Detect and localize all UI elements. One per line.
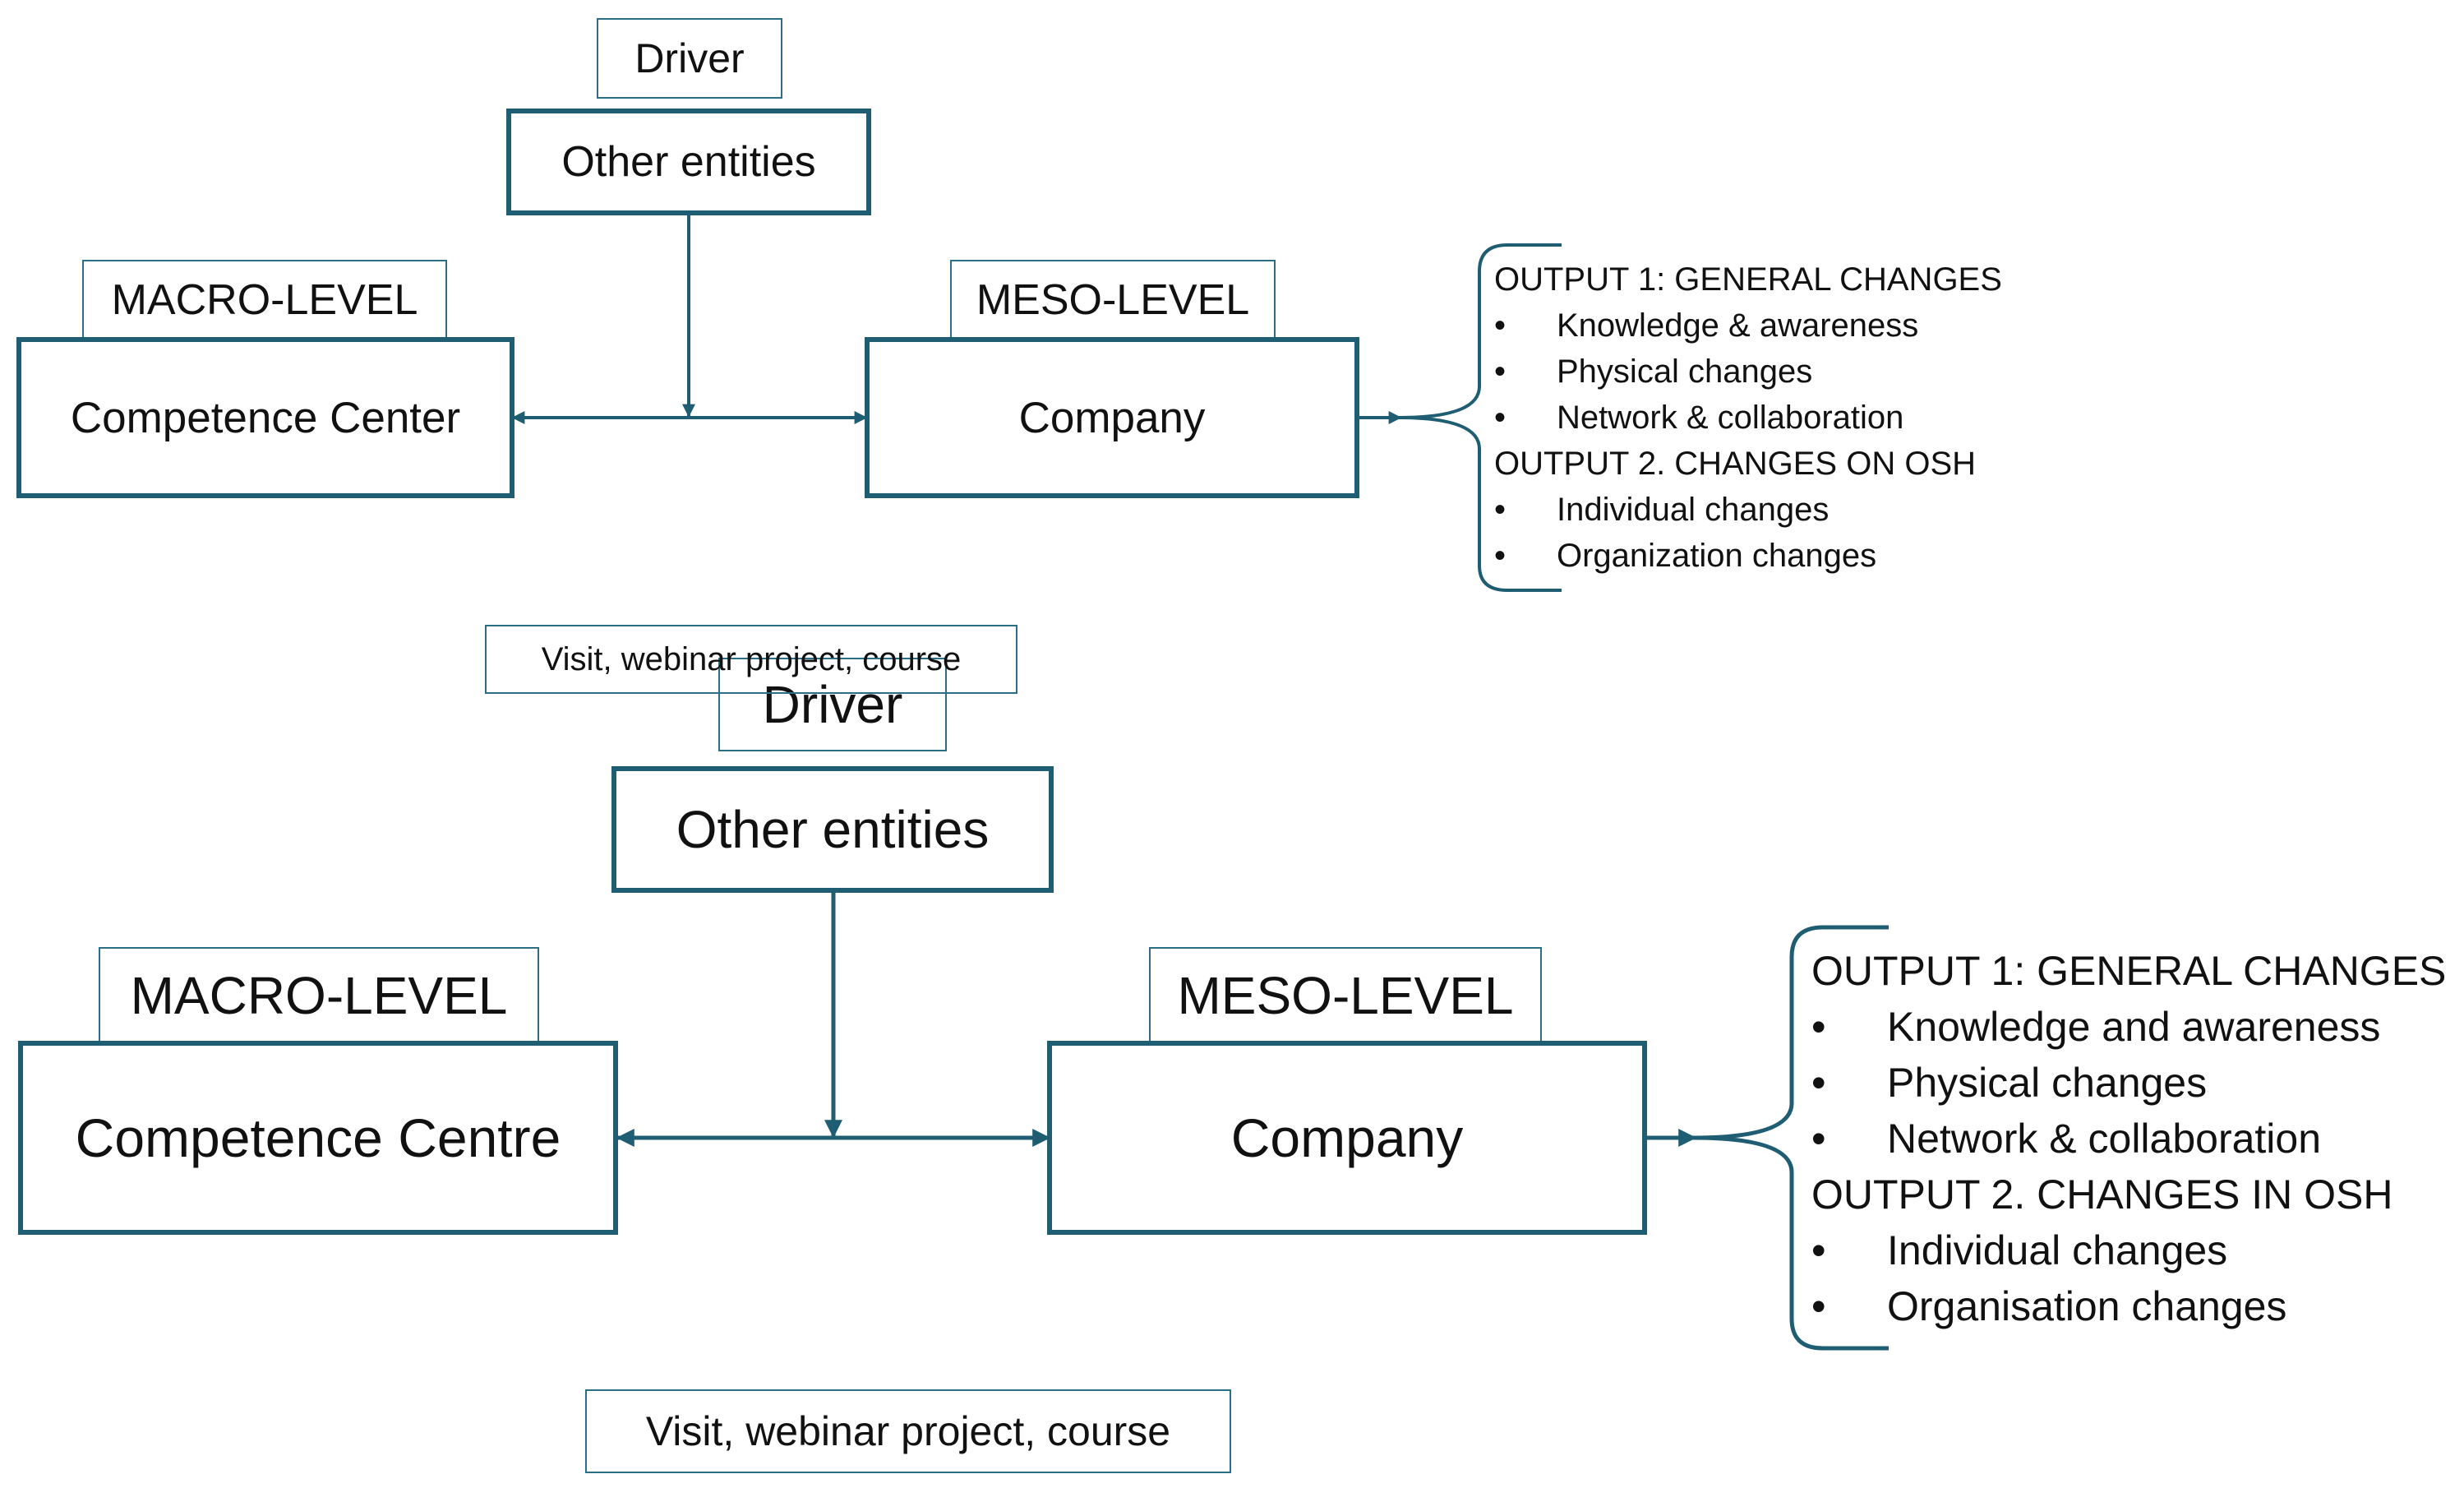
bottom-output-list: OUTPUT 1: GENERAL CHANGES Knowledge and … [1811, 950, 2446, 1342]
bottom-other-entities-box: Other entities [611, 766, 1054, 893]
top-activity-label: Visit, webinar project, course [485, 625, 1017, 694]
top-macro-level-label: MACRO-LEVEL [82, 260, 447, 340]
bottom-competence-centre-box: Competence Centre [18, 1041, 618, 1235]
bottom-output-heading-2: OUTPUT 2. CHANGES IN OSH [1811, 1171, 2393, 1218]
bottom-output-item: Individual changes [1811, 1230, 2446, 1286]
bottom-output-item: Network & collaboration [1811, 1118, 2446, 1174]
top-output-item: Organization changes [1494, 539, 2002, 585]
top-competence-center-box: Competence Center [16, 337, 514, 498]
top-output-item: Individual changes [1494, 493, 2002, 539]
bottom-output-item: Knowledge and awareness [1811, 1006, 2446, 1062]
bottom-output-heading-1: OUTPUT 1: GENERAL CHANGES [1811, 948, 2447, 994]
bottom-driver-label: Driver [718, 658, 947, 751]
top-output-brace [1398, 243, 1562, 592]
bottom-output-item: Physical changes [1811, 1062, 2446, 1118]
bottom-activity-label: Visit, webinar project, course [585, 1389, 1231, 1473]
top-output-item: Network & collaboration [1494, 401, 2002, 447]
top-output-list: OUTPUT 1: GENERAL CHANGES Knowledge & aw… [1494, 263, 2002, 585]
bottom-output-brace [1692, 925, 1889, 1351]
bottom-macro-level-label: MACRO-LEVEL [99, 947, 539, 1044]
top-output-item: Knowledge & awareness [1494, 309, 2002, 355]
top-output-item: Physical changes [1494, 355, 2002, 401]
bottom-meso-level-label: MESO-LEVEL [1149, 947, 1542, 1044]
top-other-entities-box: Other entities [506, 109, 871, 215]
top-driver-label: Driver [597, 18, 782, 99]
bottom-output-item: Organisation changes [1811, 1286, 2446, 1342]
top-meso-level-label: MESO-LEVEL [950, 260, 1276, 340]
top-company-box: Company [865, 337, 1359, 498]
top-output-heading-1: OUTPUT 1: GENERAL CHANGES [1494, 261, 2002, 298]
top-output-heading-2: OUTPUT 2. CHANGES ON OSH [1494, 446, 1977, 482]
bottom-company-box: Company [1047, 1041, 1647, 1235]
